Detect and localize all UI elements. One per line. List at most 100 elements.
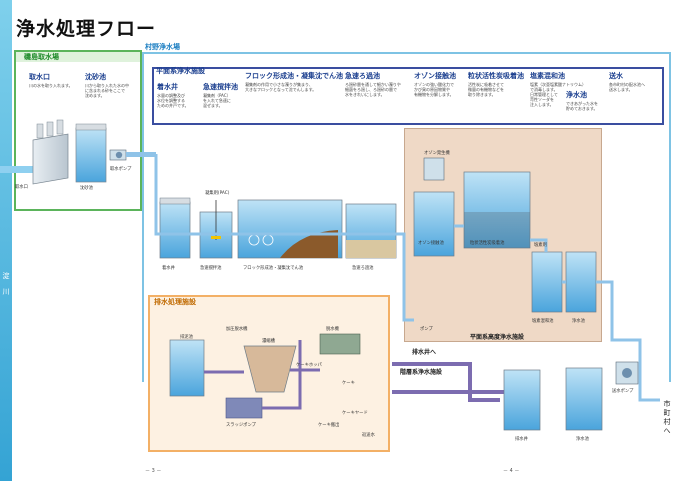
stage-ozone-title: オゾン接触池 [414, 72, 456, 80]
ozone-contact-tank [413, 157, 455, 257]
stage-rapid-filter-desc-3: 水をきれいにします。 [345, 92, 385, 97]
stage-receiving-well-desc-1: 水量の調整及び [157, 93, 185, 98]
rapid-filter-tank [345, 203, 397, 259]
stage-clear-well-desc-2: 貯めておきます。 [566, 106, 598, 111]
stage-transmission: 送水 各市町村の配水池へ 送水します。 [609, 71, 645, 92]
clear-well-tank [565, 251, 597, 313]
wastewater-title: 排水処理施設 [154, 298, 196, 306]
dewatering-label: 脱水機 [326, 327, 339, 332]
pac-label: 凝集剤(PAC) [205, 191, 230, 196]
stage-floc-settle-desc-2: 大きなフロックとなって沈でんします。 [245, 87, 317, 92]
rapid-mix-tank [199, 200, 233, 259]
stage-chlorine-mix-desc-3: 日常管理として [530, 92, 558, 97]
multilevel-label: 階層系浄水施設 [400, 369, 443, 376]
stage-floc-settle: フロック形成池・凝集沈でん池 凝集剤の作用で小さな濁りが集まり、 大きなフロック… [245, 71, 343, 92]
river-label: 淀 川 [1, 268, 11, 300]
stage-rapid-mix-title: 急速撹拌池 [203, 83, 238, 91]
rapid-filter-label: 急速ろ過池 [352, 266, 374, 271]
plant-section-label: 村野浄水場 [145, 43, 180, 51]
to-drain-label: 排水井へ [412, 349, 437, 356]
stage-chlorine-mix-desc-4: 苛性ソーダを [530, 97, 554, 102]
page-number-right: － 4 － [503, 468, 520, 474]
page-number-left: － 3 － [145, 468, 162, 474]
stage-chlorine-mix-title: 塩素混和池 [530, 72, 565, 80]
to-advanced-pipe [396, 232, 414, 322]
chlorine-mix-label: 塩素混和池 [532, 319, 554, 324]
waste-loop-pipe [204, 340, 320, 410]
intake-pump-icon [109, 149, 127, 161]
thickener-tank [243, 345, 297, 393]
river-strip [0, 0, 12, 481]
stage-chlorine-mix-desc: 塩素（次亜塩素酸ナトリウム） で消毒します。 日常管理として 苛性ソーダを 注入… [530, 82, 586, 107]
stage-rapid-mix-desc-1: 凝集剤（PAC） [203, 93, 231, 98]
stage-gac-desc-3: 取り除きます。 [468, 92, 496, 97]
stage-ozone-desc-2: かび臭の原因物質や [414, 87, 450, 92]
intake-port-label: 取水口 [15, 185, 28, 190]
stage-chlorine-mix-desc-1: 塩素（次亜塩素酸ナトリウム） [530, 82, 586, 87]
intake-port-stage: 取水口 川の水を取り入れます。 [29, 72, 73, 88]
stage-floc-settle-desc: 凝集剤の作用で小さな濁りが集まり、 大きなフロックとなって沈でんします。 [245, 82, 343, 92]
stage-rapid-mix: 急速撹拌池 凝集剤（PAC） を入れて急速に 混ぜます。 [203, 82, 249, 108]
intake-port-desc: 川の水を取り入れます。 [29, 83, 73, 88]
main-pipe-top [154, 154, 396, 236]
reuse-label: 返送水 [362, 433, 375, 438]
to-distribution-pipe [596, 280, 660, 402]
sand-basin-desc: 川から取り入れた水の中 に含まれる砂をここで 沈めます。 [85, 83, 129, 98]
drain-well-tank [503, 369, 541, 431]
stage-gac-desc-1: 活性炭に吸着させて [468, 82, 504, 87]
gac-label: 粒状活性炭吸着池 [470, 241, 505, 246]
distribution-pump-icon [615, 361, 639, 385]
river-inlet-pipe [0, 166, 40, 173]
stage-rapid-filter-title: 急速ろ過池 [345, 72, 380, 80]
stage-gac-desc: 活性炭に吸着させて 微量の有機物などを 取り除きます。 [468, 82, 524, 97]
stage-rapid-filter-desc-2: 細菌をろ過し、ろ過砂の層で [345, 87, 397, 92]
river-char-1: 淀 [2, 272, 10, 280]
stage-chlorine-mix-desc-5: 注入します。 [530, 102, 554, 107]
clear-well-label: 浄水池 [572, 319, 585, 324]
stage-rapid-filter-desc-1: ろ過砂層を通して細かい濁りや [345, 82, 401, 87]
floc-settle-label: フロック形成池・凝集沈でん池 [243, 266, 304, 271]
sand-basin-desc-2: に含まれる砂をここで [85, 88, 125, 93]
stage-ozone-desc-3: 有機物を分解します。 [414, 92, 454, 97]
intake-section-label: 磯島取水場 [24, 53, 59, 61]
page-title: 浄水処理フロー [16, 18, 157, 40]
dewatering-machine [319, 333, 361, 355]
stage-ozone-desc-1: オゾンの強い酸化力で [414, 82, 454, 87]
intake-port-title: 取水口 [29, 73, 50, 81]
destination-char-3: 村 [663, 418, 671, 426]
intake-port-structure [32, 119, 69, 185]
drain-well-label: 排水井 [515, 437, 528, 442]
destination-char-4: へ [663, 427, 671, 435]
tank-label: 加圧脱水機 [226, 327, 248, 332]
drain-basin-tank [169, 339, 205, 397]
stage-ozone-desc: オゾンの強い酸化力で かび臭の原因物質や 有機物を分解します。 [414, 82, 456, 97]
gac-tank [463, 171, 531, 249]
sludge-pump-label: スラッジポンプ [226, 423, 256, 428]
stage-receiving-well-desc-3: ための井戸です。 [157, 103, 189, 108]
stage-floc-settle-title: フロック形成池・凝集沈でん池 [245, 72, 343, 80]
receiving-well-tank [159, 197, 191, 259]
pump-label: ポンプ [420, 327, 433, 332]
sludge-bunker-label: ケーキ [342, 381, 355, 386]
clear-well2-label: 浄水池 [576, 437, 589, 442]
sludge-tank [225, 397, 263, 419]
sand-basin-stage: 沈砂池 川から取り入れた水の中 に含まれる砂をここで 沈めます。 [85, 72, 129, 98]
truck-label: ケーキ搬出 [318, 423, 340, 428]
sand-basin-title: 沈砂池 [85, 73, 106, 81]
stage-transmission-desc-1: 各市町村の配水池へ [609, 82, 645, 87]
destination-label: 市 町 村 へ [662, 400, 672, 436]
drain-basin-label: 排泥池 [180, 335, 193, 340]
stage-floc-settle-desc-1: 凝集剤の作用で小さな濁りが集まり、 [245, 82, 313, 87]
sand-basin-label: 沈砂池 [80, 186, 93, 191]
stage-receiving-well-title: 着水井 [157, 83, 178, 91]
floc-settle-basin [237, 199, 343, 259]
sand-basin-desc-1: 川から取り入れた水の中 [85, 83, 129, 88]
advanced-flow-pipe [454, 224, 566, 284]
stage-chlorine-mix-desc-2: で消毒します。 [530, 87, 558, 92]
stage-rapid-mix-desc: 凝集剤（PAC） を入れて急速に 混ぜます。 [203, 93, 249, 108]
conveyor-label: ケーキヤード [342, 411, 368, 416]
sand-basin-desc-3: 沈めます。 [85, 93, 105, 98]
stage-transmission-desc: 各市町村の配水池へ 送水します。 [609, 82, 645, 92]
intake-pump-label: 取水ポンプ [110, 167, 132, 172]
